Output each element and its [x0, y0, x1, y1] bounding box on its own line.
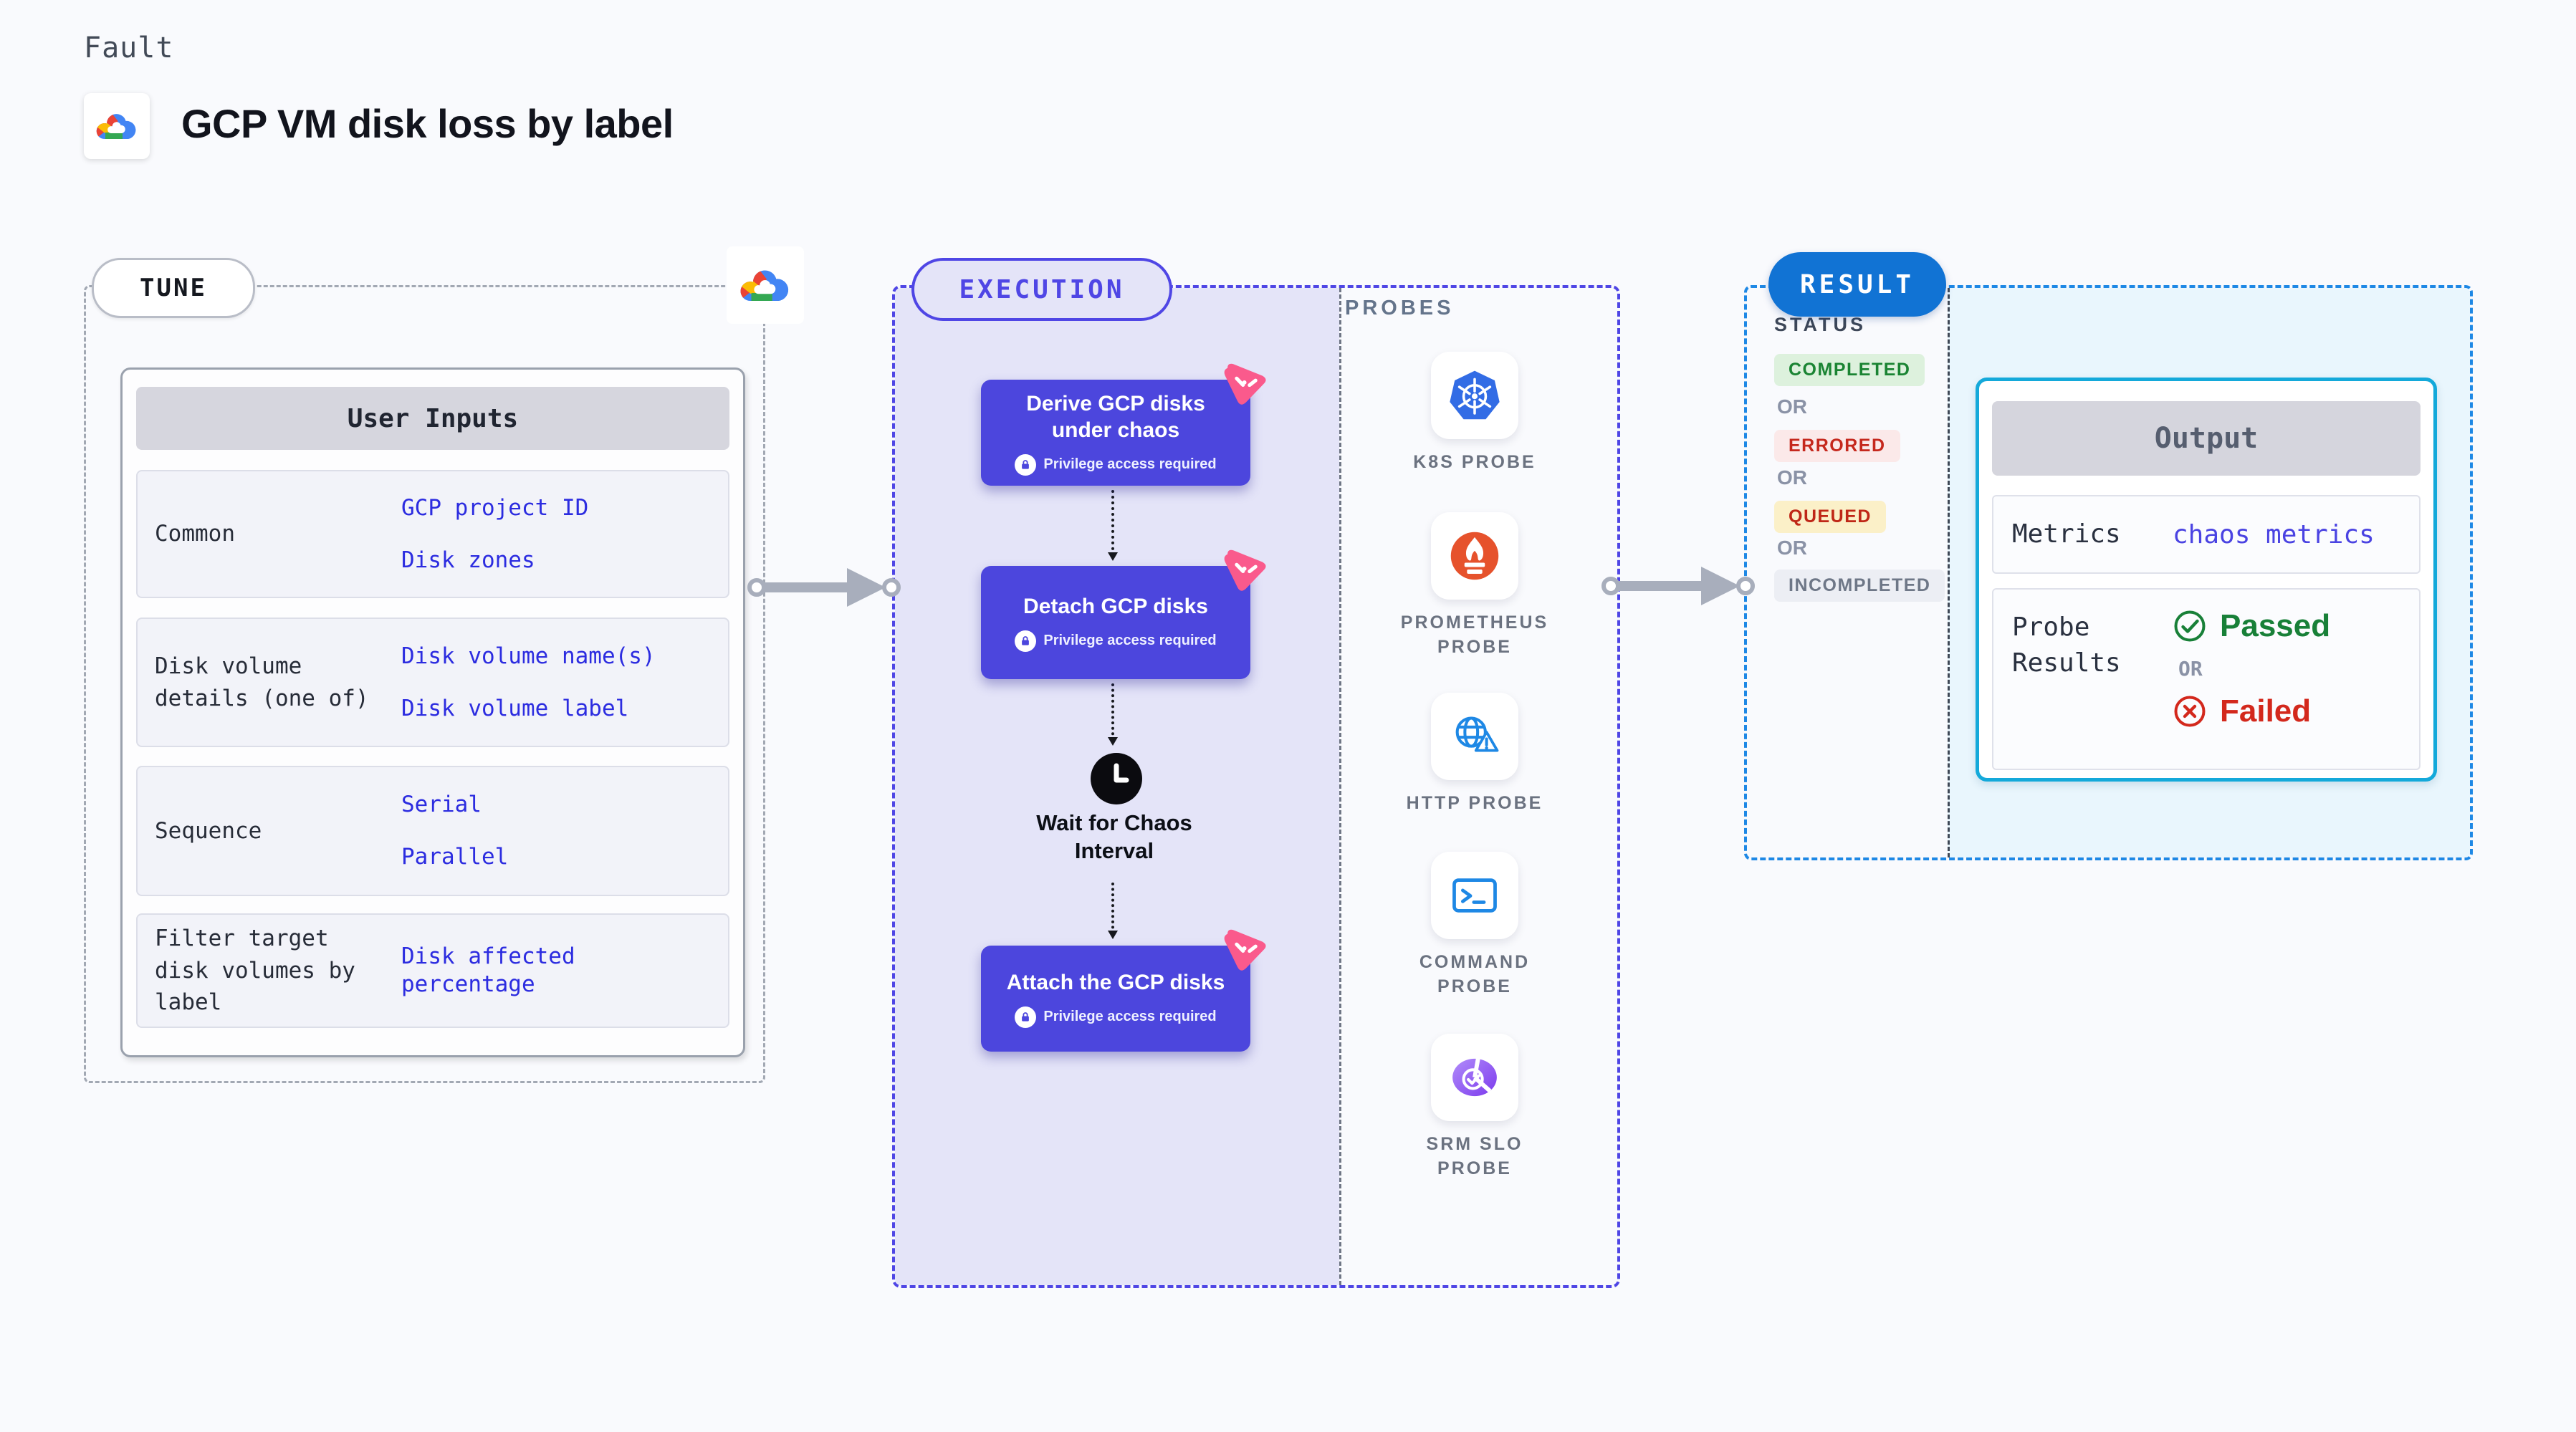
privilege-badge: Privilege access required: [1015, 630, 1217, 652]
metrics-row: Metrics chaos metrics: [1992, 495, 2421, 574]
probe-label: PROMETHEUS PROBE: [1400, 612, 1549, 657]
row-value: Disk volume label: [401, 695, 629, 721]
or-separator: OR: [2178, 657, 2203, 681]
or-separator: OR: [1777, 466, 1807, 489]
prometheus-icon: [1447, 529, 1502, 583]
step-title: Attach the GCP disks: [1006, 971, 1225, 995]
probe-tile: [1431, 512, 1518, 600]
probes-heading: PROBES: [1345, 297, 1455, 319]
probe-tile: [1431, 352, 1518, 439]
tune-to-execution-arrow: [745, 564, 903, 610]
status-badge-completed: COMPLETED: [1774, 354, 1925, 386]
or-separator: OR: [1777, 537, 1807, 559]
chaos-hub-icon: [1217, 921, 1273, 978]
lock-icon: [1015, 1006, 1037, 1028]
lock-icon: [1015, 453, 1037, 476]
gcp-logo-tile: [84, 93, 150, 159]
user-inputs-header: User Inputs: [136, 387, 729, 450]
privilege-label: Privilege access required: [1043, 633, 1217, 649]
privilege-label: Privilege access required: [1043, 456, 1217, 472]
lock-icon: [1015, 630, 1037, 652]
metrics-label: Metrics: [2012, 519, 2121, 549]
probe-item-http: HTTP PROBE: [1389, 693, 1561, 816]
probe-label: HTTP PROBE: [1406, 793, 1543, 813]
step-detach-gcp-disks: Detach GCP disks Privilege access requir…: [981, 566, 1250, 679]
status-badge-queued: QUEUED: [1774, 501, 1886, 533]
probe-label: SRM SLO PROBE: [1426, 1134, 1523, 1178]
kubernetes-icon: [1447, 368, 1502, 423]
row-label: Sequence: [155, 817, 262, 844]
status-badge-errored: ERRORED: [1774, 430, 1900, 462]
row-value: Serial: [401, 792, 482, 818]
row-value: Disk affected percentage: [401, 943, 575, 997]
row-label: Filter target disk volumes by label: [155, 925, 355, 1016]
probe-tile: [1431, 1034, 1518, 1121]
user-inputs-table: User Inputs Common GCP project ID Disk z…: [120, 367, 745, 1057]
probe-results-label: Probe Results: [2012, 612, 2121, 678]
step-title: Derive GCP disks under chaos: [1026, 391, 1205, 443]
row-value: Disk volume name(s): [401, 643, 656, 669]
execution-section-badge: EXECUTION: [911, 258, 1172, 321]
privilege-label: Privilege access required: [1043, 1009, 1217, 1025]
probe-item-command: COMMAND PROBE: [1389, 852, 1561, 999]
table-row: Filter target disk volumes by label Disk…: [136, 913, 729, 1028]
status-badge-incompleted: INCOMPLETED: [1774, 570, 1945, 602]
gcp-logo-tile-small: [727, 246, 804, 324]
x-circle-icon: [2173, 694, 2207, 729]
slo-gauge-icon: [1447, 1050, 1502, 1105]
table-row: Sequence Serial Parallel: [136, 766, 729, 896]
table-row: Common GCP project ID Disk zones: [136, 470, 729, 598]
globe-warning-icon: [1447, 709, 1502, 764]
failed-label: Failed: [2220, 693, 2312, 729]
chaos-hub-icon: [1217, 542, 1273, 598]
terminal-icon: [1447, 868, 1502, 923]
probe-tile: [1431, 852, 1518, 939]
row-value: GCP project ID: [401, 494, 589, 521]
wait-clock-icon: [1089, 751, 1144, 806]
metrics-value: chaos metrics: [2173, 519, 2375, 549]
output-card: Output Metrics chaos metrics Probe Resul…: [1976, 378, 2437, 782]
result-section-badge: RESULT: [1768, 252, 1946, 317]
failed-result: Failed: [2173, 693, 2330, 729]
probe-results-row: Probe Results Passed OR Failed: [1992, 588, 2421, 770]
flow-connector-down: [1108, 883, 1118, 939]
step-attach-gcp-disks: Attach the GCP disks Privilege access re…: [981, 946, 1250, 1052]
execution-probes-divider: [1339, 288, 1341, 1285]
row-value: Disk zones: [401, 547, 535, 573]
probe-item-prometheus: PROMETHEUS PROBE: [1389, 512, 1561, 660]
probe-item-k8s: K8S PROBE: [1389, 352, 1561, 475]
tune-section-badge: TUNE: [92, 258, 255, 318]
row-label: Common: [155, 521, 235, 547]
fault-kicker: Fault: [84, 32, 174, 64]
chaos-hub-icon: [1217, 355, 1273, 412]
probe-tile: [1431, 693, 1518, 780]
step-title: Detach GCP disks: [1023, 595, 1208, 619]
status-heading: STATUS: [1774, 314, 1866, 335]
row-value: Parallel: [401, 844, 509, 870]
flow-connector-down: [1108, 683, 1118, 746]
flow-connector-down: [1108, 490, 1118, 561]
check-circle-icon: [2173, 609, 2207, 643]
gcp-cloud-icon: [94, 110, 140, 143]
privilege-badge: Privilege access required: [1015, 1006, 1217, 1028]
row-label: Disk volume details (one of): [155, 653, 369, 711]
table-row: Disk volume details (one of) Disk volume…: [136, 618, 729, 747]
tune-section-frame: [84, 285, 765, 1083]
passed-label: Passed: [2220, 608, 2331, 643]
gcp-cloud-icon: [737, 265, 793, 305]
privilege-badge: Privilege access required: [1015, 453, 1217, 476]
execution-to-result-arrow: [1599, 563, 1757, 609]
step-derive-gcp-disks: Derive GCP disks under chaos Privilege a…: [981, 380, 1250, 486]
or-separator: OR: [1777, 395, 1807, 418]
status-output-divider: [1948, 288, 1950, 857]
probe-item-srm-slo: SRM SLO PROBE: [1389, 1034, 1561, 1181]
passed-result: Passed: [2173, 608, 2330, 644]
page-title: GCP VM disk loss by label: [181, 101, 674, 146]
probe-label: COMMAND PROBE: [1419, 952, 1531, 996]
wait-for-chaos-label: Wait for Chaos Interval: [1036, 810, 1192, 863]
output-header: Output: [1992, 401, 2421, 476]
probe-label: K8S PROBE: [1413, 452, 1536, 472]
